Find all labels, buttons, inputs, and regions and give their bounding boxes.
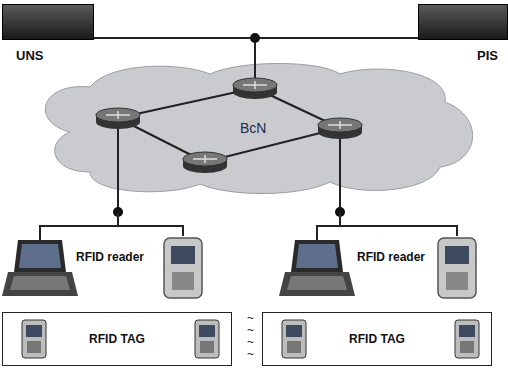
label-wrap: ~ <box>247 336 254 348</box>
connector <box>94 38 255 67</box>
router-symbol <box>183 152 227 173</box>
label-wrap: RFID reader <box>75 250 145 264</box>
handheld-reader-icon <box>438 238 476 298</box>
tag-label: RFID TAG <box>89 332 145 346</box>
tag-icon <box>195 320 219 358</box>
separator-mark: ~ <box>247 336 254 348</box>
label-wrap: UNS <box>2 48 94 63</box>
separator-mark: ~ <box>247 324 254 336</box>
laptop-icon <box>279 240 355 296</box>
handheld-reader-icon <box>164 238 202 298</box>
label-wrap: ~ <box>247 312 254 324</box>
server-node: UNS <box>2 4 94 70</box>
tag-label: RFID TAG <box>349 332 405 346</box>
server-box <box>418 4 508 40</box>
reader-wires <box>40 212 457 240</box>
label-wrap: ~ <box>247 348 254 360</box>
ring-links <box>118 66 340 189</box>
server-node: PIS <box>418 4 508 70</box>
router-symbol <box>318 118 362 139</box>
laptop-icon <box>2 240 78 296</box>
label-wrap: ~ <box>247 324 254 336</box>
tag-icon <box>282 320 306 358</box>
label-wrap: PIS <box>418 48 508 63</box>
reader-label: RFID reader <box>75 250 145 264</box>
server-box <box>2 4 94 40</box>
separator-mark: ~ <box>247 348 254 360</box>
server-label: UNS <box>16 48 94 63</box>
router-symbol <box>233 78 277 99</box>
cloud-outline <box>45 64 472 194</box>
router-symbol <box>96 108 140 129</box>
reader-label: RFID reader <box>356 250 426 264</box>
label-wrap: RFID reader <box>356 250 426 264</box>
server-label: PIS <box>418 48 498 63</box>
tag-icon <box>22 320 46 358</box>
network-label: BcN <box>240 120 266 136</box>
junction-dot <box>113 33 345 217</box>
label-wrap: BcN <box>240 120 266 136</box>
tag-icon <box>455 320 479 358</box>
separator-mark: ~ <box>247 312 254 324</box>
connector <box>255 38 418 67</box>
